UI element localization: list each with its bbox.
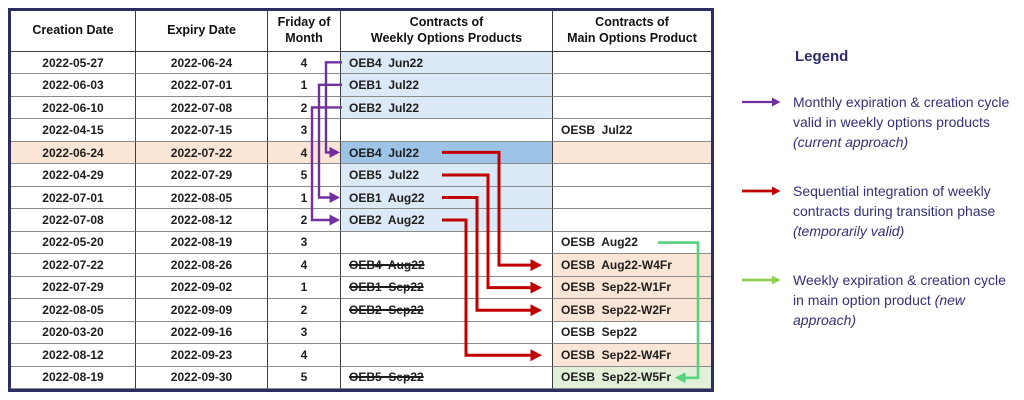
creation-date-cell: 2022-04-15 xyxy=(11,119,136,142)
creation-date-cell: 2022-07-08 xyxy=(11,209,136,232)
friday-of-month-cell: 4 xyxy=(268,344,341,367)
weekly-contract-cell: OEB2 Sep22 xyxy=(341,299,553,322)
main-contract-cell xyxy=(553,141,711,165)
expiry-date-cell: 2022-07-15 xyxy=(136,119,268,142)
weekly-contract-cell: OEB1 Jul22 xyxy=(341,74,553,97)
arrow-right-purple-icon xyxy=(742,97,781,107)
table-header-row: Creation Date Expiry Date Friday of Mont… xyxy=(11,11,711,52)
creation-date-cell: 2022-06-03 xyxy=(11,74,136,97)
friday-of-month-cell: 3 xyxy=(268,321,341,345)
expiry-date-cell: 2022-09-30 xyxy=(136,366,268,389)
contracts-table: Creation Date Expiry Date Friday of Mont… xyxy=(8,8,714,392)
main-contract-cell: OESB Sep22-W2Fr xyxy=(553,299,711,322)
creation-date-cell: 2022-07-29 xyxy=(11,276,136,300)
friday-of-month-cell: 5 xyxy=(268,366,341,389)
weekly-contract-cell xyxy=(341,321,553,345)
creation-date-cell: 2022-08-12 xyxy=(11,344,136,367)
main-contract-cell xyxy=(553,209,711,232)
header-weekly-contracts: Contracts of Weekly Options Products xyxy=(341,11,553,52)
expiry-date-cell: 2022-09-23 xyxy=(136,344,268,367)
expiry-date-cell: 2022-07-01 xyxy=(136,74,268,97)
weekly-contract-cell: OEB1 Aug22 xyxy=(341,186,553,210)
friday-of-month-cell: 4 xyxy=(268,52,341,75)
friday-of-month-cell: 1 xyxy=(268,186,341,210)
header-creation-date: Creation Date xyxy=(11,11,136,52)
weekly-contract-cell xyxy=(341,119,553,142)
main-contract-cell xyxy=(553,187,711,210)
main-contract-cell xyxy=(553,74,711,97)
legend-item-weekly-cycle: Weekly expiration & creation cycle in ma… xyxy=(740,270,1018,330)
main-contract-cell: OESB Aug22-W4Fr xyxy=(553,254,711,277)
legend-title: Legend xyxy=(795,48,849,65)
main-contract-cell: OESB Sep22-W4Fr xyxy=(553,344,711,367)
friday-of-month-cell: 3 xyxy=(268,231,341,255)
expiry-date-cell: 2022-09-02 xyxy=(136,276,268,300)
creation-date-cell: 2022-08-05 xyxy=(11,299,136,322)
weekly-contract-cell xyxy=(341,344,553,367)
legend-item-text: Monthly expiration & creation cycle vali… xyxy=(793,94,1010,150)
header-friday-of-month: Friday of Month xyxy=(268,11,341,52)
expiry-date-cell: 2022-07-29 xyxy=(136,164,268,187)
expiry-date-cell: 2022-08-05 xyxy=(136,186,268,210)
creation-date-cell: 2022-06-24 xyxy=(11,141,136,165)
header-expiry-date: Expiry Date xyxy=(136,11,268,52)
arrow-right-red-icon xyxy=(742,186,781,196)
friday-of-month-cell: 3 xyxy=(268,119,341,142)
legend-item-transition-phase: Sequential integration of weekly contrac… xyxy=(740,181,1018,241)
weekly-contract-cell xyxy=(341,231,553,255)
friday-of-month-cell: 1 xyxy=(268,74,341,97)
friday-of-month-cell: 4 xyxy=(268,141,341,165)
expiry-date-cell: 2022-06-24 xyxy=(136,52,268,75)
expiry-date-cell: 2022-08-19 xyxy=(136,231,268,255)
header-main-contracts: Contracts of Main Options Product xyxy=(553,11,711,52)
creation-date-cell: 2022-05-20 xyxy=(11,231,136,255)
weekly-contract-cell: OEB2 Jul22 xyxy=(341,96,553,120)
weekly-contract-cell: OEB5 Jul22 xyxy=(341,164,553,187)
main-contract-cell xyxy=(553,164,711,187)
main-contract-cell: OESB Sep22 xyxy=(553,322,711,345)
arrow-right-green-icon xyxy=(742,275,781,285)
friday-of-month-cell: 2 xyxy=(268,299,341,322)
main-contract-cell: OESB Sep22-W5Fr xyxy=(553,366,711,389)
weekly-contract-cell: OEB5 Sep22 xyxy=(341,366,553,389)
creation-date-cell: 2022-05-27 xyxy=(11,52,136,75)
expiry-date-cell: 2022-09-16 xyxy=(136,321,268,345)
friday-of-month-cell: 2 xyxy=(268,96,341,120)
weekly-contract-cell: OEB4 Jul22 xyxy=(341,141,553,165)
creation-date-cell: 2022-04-29 xyxy=(11,164,136,187)
legend-item-monthly-cycle: Monthly expiration & creation cycle vali… xyxy=(740,92,1018,152)
legend-item-text: Sequential integration of weekly contrac… xyxy=(793,183,996,239)
weekly-contract-cell: OEB4 Jun22 xyxy=(341,52,553,75)
expiry-date-cell: 2022-08-12 xyxy=(136,209,268,232)
expiry-date-cell: 2022-08-26 xyxy=(136,254,268,277)
creation-date-cell: 2022-07-22 xyxy=(11,254,136,277)
friday-of-month-cell: 2 xyxy=(268,209,341,232)
weekly-contract-cell: OEB4 Aug22 xyxy=(341,254,553,277)
main-contract-cell: OESB Sep22-W1Fr xyxy=(553,276,711,300)
legend-item-text: Weekly expiration & creation cycle in ma… xyxy=(793,272,1006,328)
weekly-contract-cell: OEB2 Aug22 xyxy=(341,209,553,232)
weekly-contract-cell: OEB1 Sep22 xyxy=(341,276,553,300)
main-contract-cell xyxy=(553,52,711,75)
main-contract-cell xyxy=(553,97,711,120)
creation-date-cell: 2022-08-19 xyxy=(11,366,136,389)
expiry-date-cell: 2022-07-08 xyxy=(136,96,268,120)
creation-date-cell: 2022-06-10 xyxy=(11,96,136,120)
main-contract-cell: OESB Jul22 xyxy=(553,119,711,142)
creation-date-cell: 2022-07-01 xyxy=(11,186,136,210)
expiry-date-cell: 2022-09-09 xyxy=(136,299,268,322)
friday-of-month-cell: 1 xyxy=(268,276,341,300)
main-contract-cell: OESB Aug22 xyxy=(553,232,711,255)
friday-of-month-cell: 5 xyxy=(268,164,341,187)
expiry-date-cell: 2022-07-22 xyxy=(136,141,268,165)
creation-date-cell: 2020-03-20 xyxy=(11,321,136,345)
friday-of-month-cell: 4 xyxy=(268,254,341,277)
